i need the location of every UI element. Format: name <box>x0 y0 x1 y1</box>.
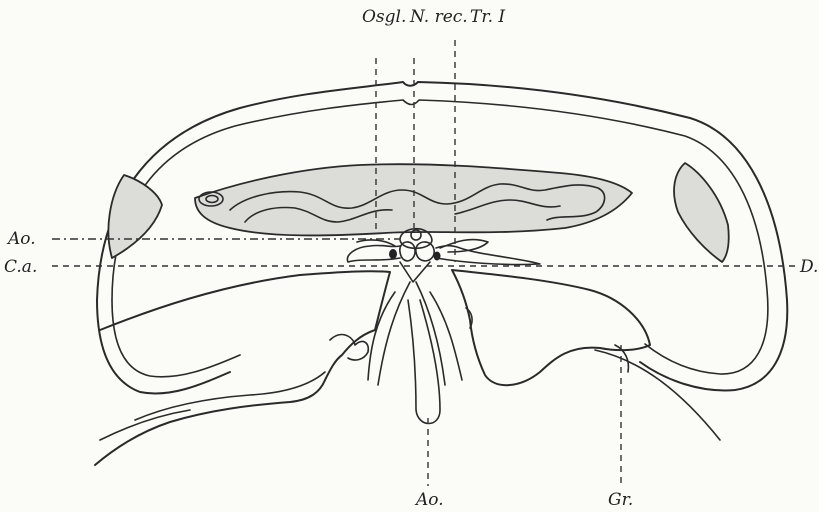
vessel-dark-spot-left <box>389 249 397 259</box>
right-inner-strand <box>430 292 462 380</box>
label-osgl: Osgl. <box>362 7 406 27</box>
outer-body-outline <box>97 82 787 390</box>
label-ao-bottom: Ao. <box>414 490 444 510</box>
paired-vessel-right <box>416 242 434 261</box>
median-septum-right <box>416 282 445 385</box>
label-gr: Gr. <box>608 490 633 510</box>
outer-body-outline-left-lower <box>97 300 230 394</box>
paired-vessel-left <box>400 242 415 261</box>
descending-aorta-tube <box>408 300 440 424</box>
left-lateral-mass <box>108 175 162 258</box>
right-lower-wall <box>595 350 720 440</box>
inner-wall-outline <box>112 100 768 374</box>
label-tr-i: Tr. I <box>470 7 505 27</box>
left-visceral-mass <box>95 271 390 465</box>
label-n-rec: N. rec. <box>409 7 468 27</box>
label-ao-left: Ao. <box>6 229 36 249</box>
inner-wall-outline-left-lower <box>112 300 240 377</box>
right-upper-process <box>440 240 488 252</box>
median-fork <box>400 262 430 282</box>
label-ca: C.a. <box>4 257 37 277</box>
right-lateral-process <box>436 246 540 265</box>
left-lower-wall <box>100 410 190 440</box>
label-d: D. <box>799 257 818 277</box>
right-lateral-mass <box>674 163 729 262</box>
left-pleura-line <box>135 372 325 420</box>
